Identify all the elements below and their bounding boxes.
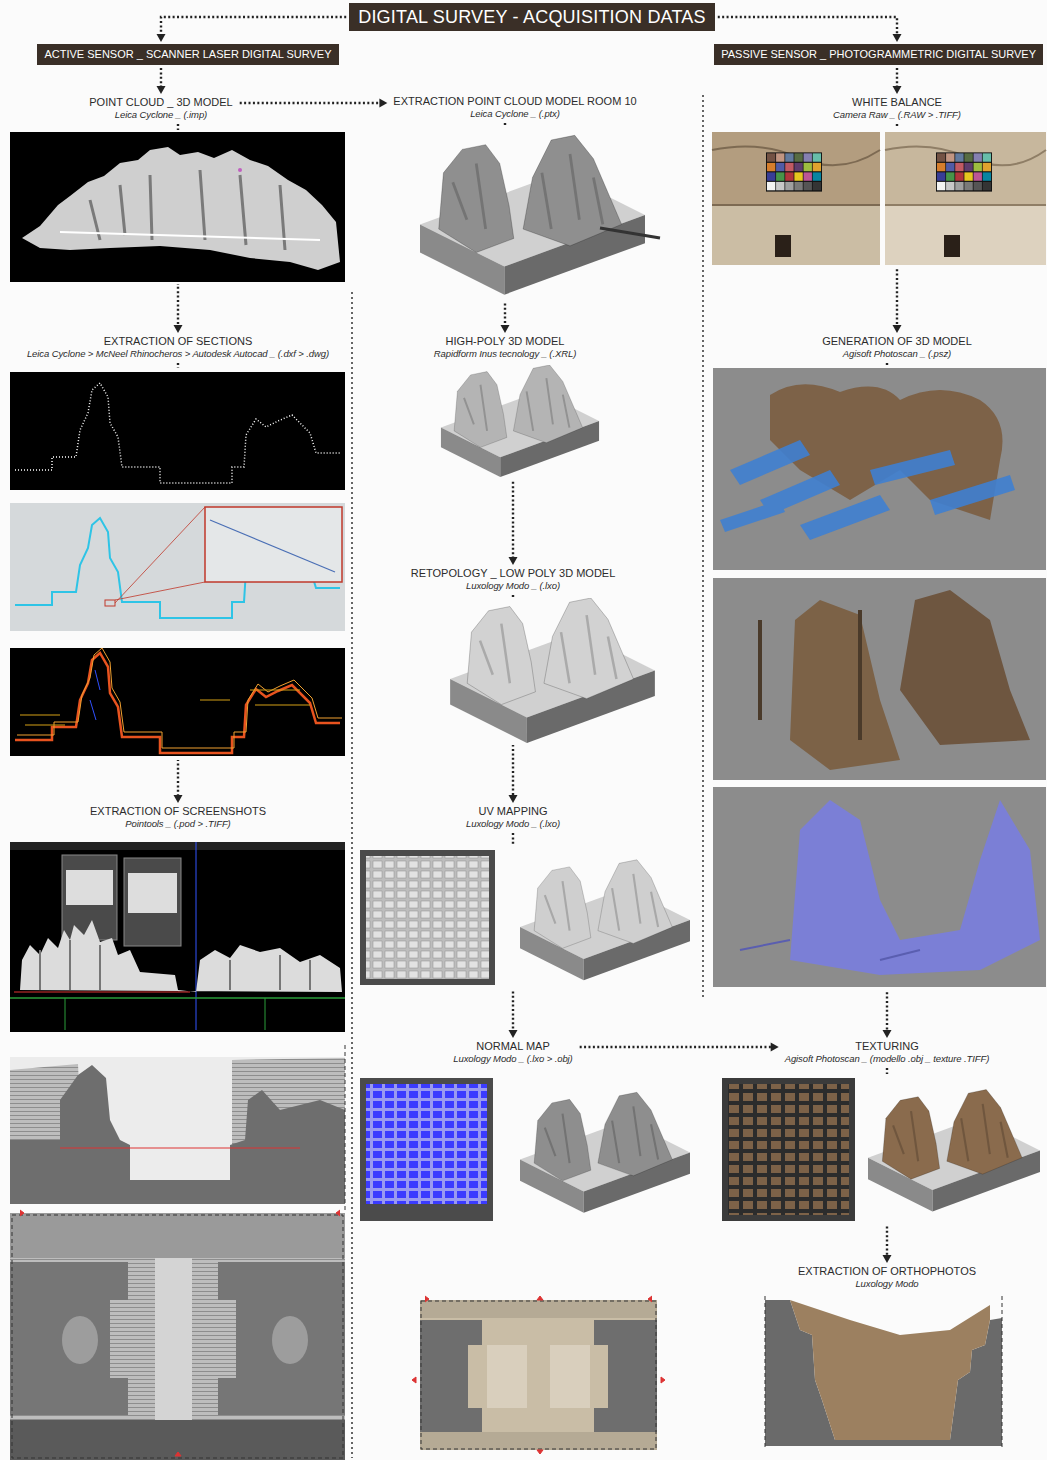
- tool-caption: Pointools _ (.pod > .TIFF): [90, 818, 266, 830]
- step-heading: EXTRACTION OF SECTIONS: [27, 335, 329, 348]
- process-step: HIGH-POLY 3D MODELRapidform Inus tecnolo…: [431, 335, 579, 360]
- arrow-head: [156, 86, 165, 94]
- section-orthophoto: [765, 1296, 1002, 1450]
- arrow-head: [893, 34, 902, 42]
- flow-arrow: [580, 1043, 779, 1052]
- arrow-head: [892, 325, 901, 333]
- step-heading: NORMAL MAP: [453, 1040, 572, 1053]
- arrow-head: [509, 557, 518, 565]
- step-heading: ACTIVE SENSOR _ SCANNER LASER DIGITAL SU…: [44, 48, 331, 61]
- point-cloud-view: [10, 132, 345, 282]
- step-heading: HIGH-POLY 3D MODEL: [434, 335, 576, 348]
- tool-caption: Leica Cyclone _ (.ptx): [393, 108, 636, 120]
- process-step: UV MAPPINGLuxology Modo _ (.lxo): [463, 805, 563, 830]
- arrow-head: [893, 86, 902, 94]
- step-heading: TEXTURING: [785, 1040, 990, 1053]
- dotted-line: [240, 102, 381, 104]
- arrow-head: [771, 1043, 779, 1052]
- tool-caption: Luxology Modo _ (.lxo > .obj): [453, 1053, 572, 1065]
- step-heading: POINT CLOUD _ 3D MODEL: [89, 96, 232, 109]
- process-step: POINT CLOUD _ 3D MODELLeica Cyclone _ (.…: [86, 96, 235, 121]
- arrow-head: [509, 795, 518, 803]
- process-step: EXTRACTION OF SCREENSHOTSPointools _ (.p…: [87, 805, 269, 830]
- tool-caption: Rapidform Inus tecnology _ (.XRL): [434, 348, 576, 360]
- section-elevation: [10, 1045, 345, 1210]
- step-heading: RETOPOLOGY _ LOW POLY 3D MODEL: [411, 567, 616, 580]
- process-step: WHITE BALANCECamera Raw _ (.RAW > .TIFF): [830, 96, 964, 121]
- flow-arrow: [893, 68, 902, 94]
- flow-arrow: [157, 17, 347, 42]
- step-heading: WHITE BALANCE: [833, 96, 961, 109]
- tool-caption: Luxology Modo _ (.lxo): [411, 580, 616, 592]
- tool-caption: Camera Raw _ (.RAW > .TIFF): [833, 109, 961, 121]
- dotted-line: [718, 17, 897, 35]
- step-heading: EXTRACTION OF ORTHOPHOTOS: [798, 1265, 976, 1278]
- step-heading: UV MAPPING: [466, 805, 560, 818]
- screenshot-view: [10, 842, 345, 1032]
- dotted-line: [161, 17, 346, 35]
- arrow-head: [157, 34, 166, 42]
- tool-caption: Luxology Modo: [798, 1278, 976, 1290]
- sensor-band: PASSIVE SENSOR _ PHOTOGRAMMETRIC DIGITAL…: [714, 44, 1043, 65]
- process-step: EXTRACTION OF SECTIONSLeica Cyclone > Mc…: [24, 335, 332, 360]
- flow-arrow: [156, 68, 165, 94]
- plan-orthophoto: [10, 1210, 345, 1460]
- step-heading: GENERATION OF 3D MODEL: [822, 335, 972, 348]
- model-view: [713, 368, 1046, 987]
- sensor-band: ACTIVE SENSOR _ SCANNER LASER DIGITAL SU…: [37, 44, 338, 65]
- model-view: [722, 1078, 1040, 1221]
- tool-caption: Luxology Modo _ (.lxo): [466, 818, 560, 830]
- section-drawing: [10, 372, 345, 756]
- dotted-line: [160, 68, 162, 87]
- plan-orthophoto: [412, 1296, 665, 1454]
- arrow-head: [883, 1030, 892, 1038]
- picture-ground: [10, 127, 1047, 1227]
- photo-view: [712, 132, 1046, 265]
- step-heading: EXTRACTION POINT CLOUD MODEL ROOM 10: [393, 95, 636, 108]
- step-heading: EXTRACTION OF SCREENSHOTS: [90, 805, 266, 818]
- arrow-head: [501, 325, 510, 333]
- process-step: EXTRACTION POINT CLOUD MODEL ROOM 10Leic…: [390, 95, 639, 120]
- arrow-head: [173, 325, 182, 333]
- flow-arrow: [718, 17, 902, 42]
- dotted-line: [896, 68, 898, 87]
- tool-caption: Leica Cyclone > McNeel Rhinocheros > Aut…: [27, 348, 329, 360]
- title-band: DIGITAL SURVEY - ACQUISITION DATAS: [349, 3, 715, 31]
- tool-caption: Agisoft Photoscan _ (.psz): [822, 348, 972, 360]
- arrow-head: [883, 1255, 892, 1263]
- dotted-line: [580, 1046, 772, 1048]
- process-step: EXTRACTION OF ORTHOPHOTOSLuxology Modo: [795, 1265, 979, 1290]
- process-step: GENERATION OF 3D MODELAgisoft Photoscan …: [819, 335, 975, 360]
- arrow-head: [174, 795, 183, 803]
- model-view: [360, 135, 690, 1221]
- column-separator: [352, 95, 703, 1458]
- process-step: TEXTURINGAgisoft Photoscan _ (modello .o…: [782, 1040, 993, 1065]
- tool-caption: Agisoft Photoscan _ (modello .obj _ text…: [785, 1053, 990, 1065]
- arrow-head: [508, 1030, 517, 1038]
- flow-arrow: [240, 99, 388, 108]
- step-heading: PASSIVE SENSOR _ PHOTOGRAMMETRIC DIGITAL…: [721, 48, 1036, 61]
- tool-caption: Leica Cyclone _ (.imp): [89, 109, 232, 121]
- process-step: NORMAL MAPLuxology Modo _ (.lxo > .obj): [450, 1040, 575, 1065]
- arrow-head: [379, 99, 387, 108]
- process-step: RETOPOLOGY _ LOW POLY 3D MODELLuxology M…: [408, 567, 619, 592]
- step-heading: DIGITAL SURVEY - ACQUISITION DATAS: [358, 5, 706, 29]
